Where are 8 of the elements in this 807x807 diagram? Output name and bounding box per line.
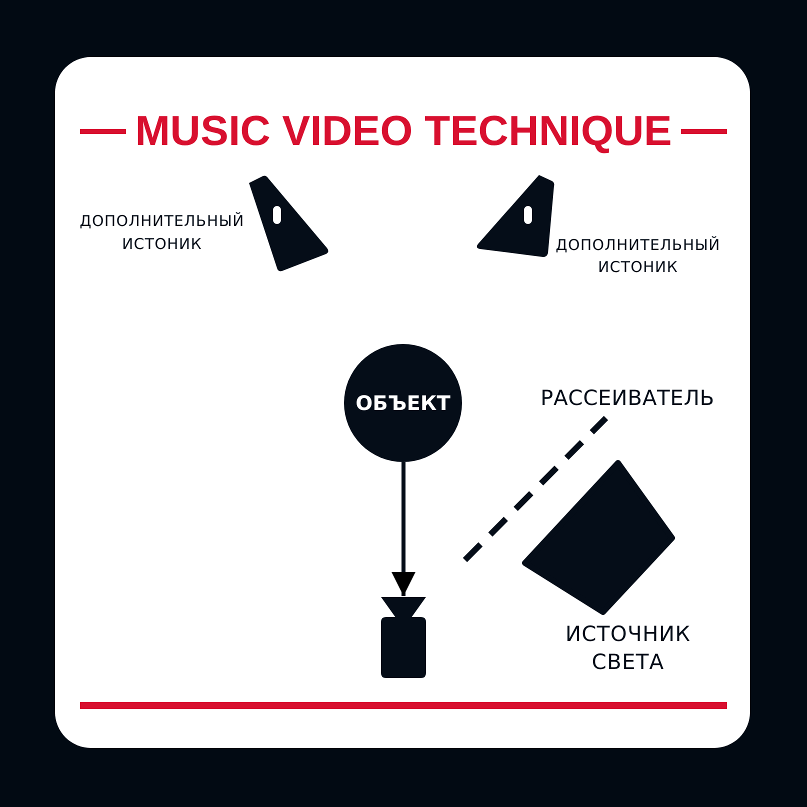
arrow [392, 462, 416, 596]
part-label: ДОПОЛНИТЕЛЬНЫЙ ИСТОНИК [78, 211, 246, 255]
camera-icon [381, 596, 426, 678]
part-label: ИСТОЧНИК СВЕТА [564, 621, 692, 676]
part-label: РАССЕИВАТЕЛЬ [540, 385, 716, 411]
part-label: ДОПОЛНИТЕЛЬНЫЙ ИСТОНИК [554, 235, 722, 278]
node-label: ОБЪЕКТ [356, 391, 450, 415]
title: MUSIC VIDEO TECHNIQUE [135, 110, 672, 152]
